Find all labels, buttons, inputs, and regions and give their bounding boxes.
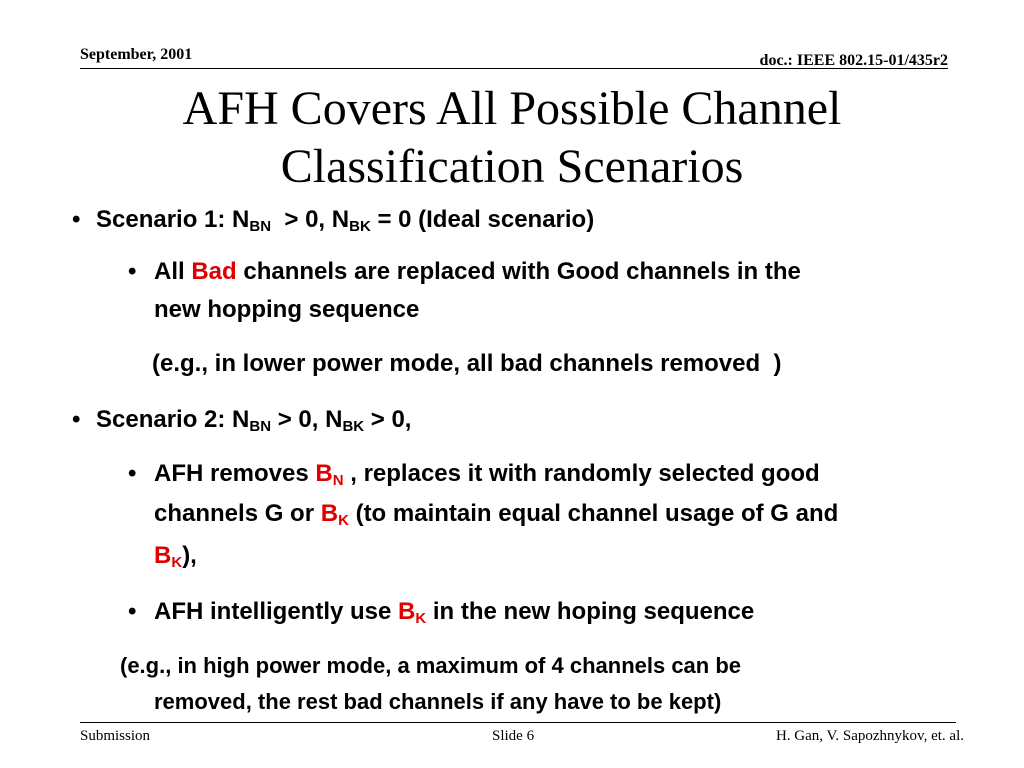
- note-s2-line2: removed, the rest bad channels if any ha…: [154, 689, 722, 714]
- bullet-s2-removes-line3: BK),: [154, 542, 197, 571]
- bullet-scenario-2: Scenario 2: NBN > 0, NBK > 0,: [96, 406, 412, 435]
- bullet-s2-intelligent: AFH intelligently use BK in the new hopi…: [154, 598, 755, 627]
- title-line-1: AFH Covers All Possible Channel: [182, 82, 842, 135]
- header-doc-id: doc.: IEEE 802.15-01/435r2: [759, 52, 948, 69]
- bullet-s2-removes: AFH removes BN , replaces it with random…: [154, 460, 820, 489]
- footer-divider: [80, 722, 956, 723]
- slide-title: AFH Covers All Possible Channel Classifi…: [60, 80, 964, 196]
- header-divider: [80, 68, 948, 69]
- footer-slide-number: Slide 6: [492, 728, 535, 744]
- footer-submission: Submission: [80, 728, 151, 744]
- bullet-dot: •: [128, 258, 137, 285]
- bullet-dot: •: [128, 460, 137, 487]
- bullet-s1-replace-line2: new hopping sequence: [154, 296, 420, 323]
- bullet-scenario-1: Scenario 1: NBN > 0, NBK = 0 (Ideal scen…: [96, 206, 595, 235]
- highlight-bk: BK: [320, 500, 349, 529]
- highlight-bad: Bad: [191, 258, 237, 285]
- note-s1: (e.g., in lower power mode, all bad chan…: [152, 350, 782, 377]
- title-line-2: Classification Scenarios: [280, 140, 744, 193]
- bullet-dot: •: [72, 406, 81, 433]
- bullet-dot: •: [72, 206, 81, 233]
- bullet-s1-replace: All Bad channels are replaced with Good …: [154, 258, 801, 285]
- footer-authors: H. Gan, V. Sapozhnykov, et. al.: [775, 728, 964, 744]
- header-date: September, 2001: [80, 46, 193, 63]
- bullet-s2-removes-line2: channels G or BK (to maintain equal chan…: [154, 500, 839, 529]
- bullet-dot: •: [128, 598, 137, 625]
- highlight-bk: BK: [398, 598, 427, 627]
- note-s2-line1: (e.g., in high power mode, a maximum of …: [120, 653, 742, 678]
- highlight-bk: BK: [154, 542, 183, 571]
- highlight-bn: BN: [315, 460, 344, 489]
